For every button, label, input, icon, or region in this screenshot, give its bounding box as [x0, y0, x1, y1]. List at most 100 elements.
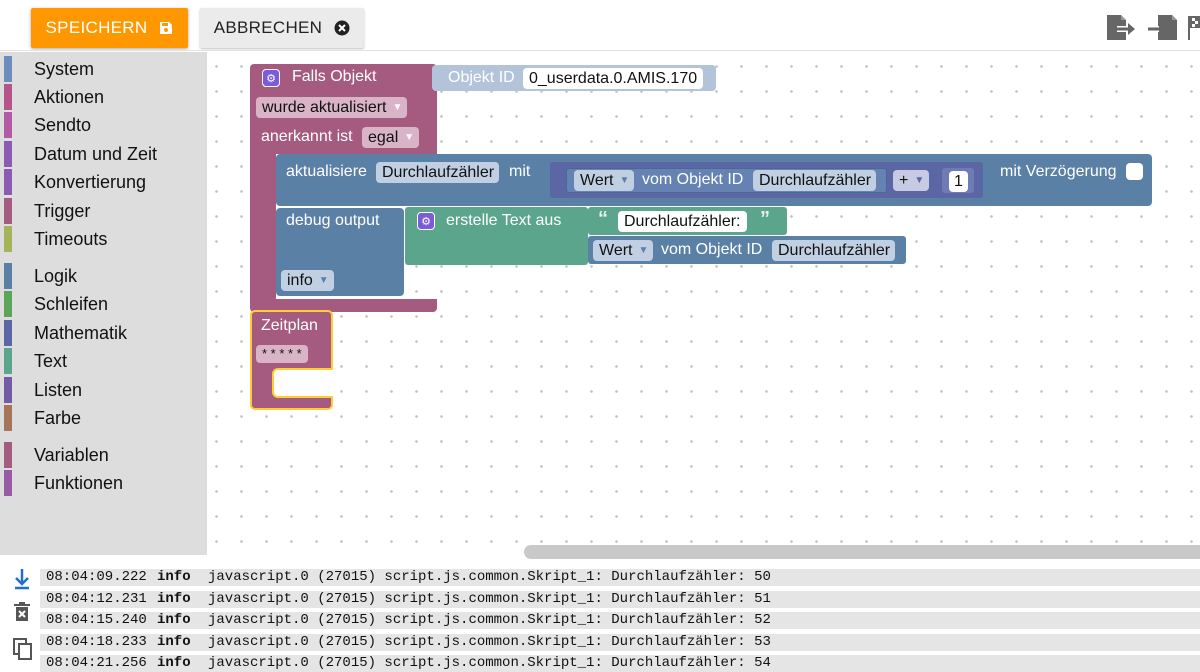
log-severity: info [157, 569, 191, 585]
category-label: Konvertierung [34, 171, 147, 192]
category-label: Listen [34, 379, 83, 400]
quote-open: “ [598, 208, 608, 230]
trigger-label: Falls Objekt [292, 68, 377, 85]
gear-icon[interactable]: ⚙ [417, 212, 435, 230]
category-label: Sendto [34, 114, 92, 135]
trigger-block-spine [250, 154, 276, 299]
workspace-horizontal-scrollbar[interactable] [524, 545, 1200, 559]
debug-level-dropdown[interactable]: info ▼ [281, 270, 334, 291]
save-button[interactable]: SPEICHERN [31, 8, 188, 48]
category-datum-und-zeit[interactable]: Datum und Zeit [0, 140, 207, 168]
category-logik[interactable]: Logik [0, 262, 207, 290]
log-message: javascript.0 (27015) script.js.common.Sk… [208, 590, 771, 607]
save-button-label: SPEICHERN [45, 18, 148, 37]
category-label: Aktionen [34, 86, 105, 107]
copy-icon[interactable] [13, 638, 33, 660]
flag-icon[interactable] [1186, 12, 1200, 44]
value-prop-dropdown[interactable]: Wert▼ [574, 170, 635, 191]
category-label: Trigger [34, 200, 91, 221]
from-object-dropdown-2[interactable]: Durchlaufzähler [772, 240, 896, 261]
quote-close: ” [760, 208, 770, 230]
category-label: System [34, 58, 95, 79]
update-target-value: Durchlaufzähler [382, 164, 495, 181]
category-label: Logik [34, 265, 78, 286]
gear-icon[interactable]: ⚙ [262, 69, 280, 87]
value-prop-dropdown-2[interactable]: Wert▼ [593, 240, 654, 261]
chevron-down-icon: ▼ [914, 175, 925, 186]
category-label: Text [34, 350, 68, 371]
log-time: 08:04:15.240 [46, 612, 147, 628]
category-mathematik[interactable]: Mathematik [0, 319, 207, 347]
log-severity: info [157, 655, 191, 671]
export-icon[interactable] [1104, 12, 1138, 44]
log-row-background [40, 633, 1200, 651]
chevron-down-icon: ▼ [638, 245, 649, 256]
log-message: javascript.0 (27015) script.js.common.Sk… [208, 655, 771, 671]
from-object-dropdown[interactable]: Durchlaufzähler [753, 170, 877, 191]
text-join-label: erstelle Text aus [446, 212, 562, 229]
trigger-mode-value: wurde aktualisiert [262, 99, 387, 116]
schedule-label: Zeitplan [261, 317, 318, 334]
update-label: aktualisiere [286, 163, 367, 180]
category-label: Mathematik [34, 322, 128, 343]
category-trigger[interactable]: Trigger [0, 197, 207, 225]
log-time: 08:04:21.256 [46, 655, 147, 671]
category-variablen[interactable]: Variablen [0, 441, 207, 469]
category-sendto[interactable]: Sendto [0, 111, 207, 139]
category-label: Variablen [34, 444, 109, 465]
toolbar-divider [0, 50, 1200, 51]
category-timeouts[interactable]: Timeouts [0, 225, 207, 253]
cancel-button[interactable]: ABBRECHEN [200, 8, 364, 48]
close-circle-icon [334, 20, 350, 36]
scroll-down-icon[interactable] [13, 568, 31, 590]
category-listen[interactable]: Listen [0, 376, 207, 404]
floppy-disk-icon [160, 22, 173, 34]
number-field[interactable]: 1 [949, 171, 968, 192]
category-aktionen[interactable]: Aktionen [0, 83, 207, 111]
schedule-statement-slot [272, 368, 333, 398]
category-schleifen[interactable]: Schleifen [0, 290, 207, 318]
chevron-down-icon: ▼ [318, 275, 329, 286]
log-message: javascript.0 (27015) script.js.common.Sk… [208, 612, 771, 628]
category-konvertierung[interactable]: Konvertierung [0, 168, 207, 196]
text-join-block[interactable] [405, 207, 588, 265]
from-object-value: Durchlaufzähler [759, 172, 872, 189]
cancel-button-label: ABBRECHEN [213, 18, 323, 37]
ack-dropdown[interactable]: egal ▼ [362, 127, 420, 148]
debug-level: info [287, 272, 313, 289]
blockly-toolbox: System Aktionen Sendto Datum und Zeit Ko… [0, 52, 207, 555]
category-label: Farbe [34, 407, 82, 428]
category-label: Funktionen [34, 472, 124, 493]
import-icon[interactable] [1146, 12, 1180, 44]
update-target-dropdown[interactable]: Durchlaufzähler [376, 162, 500, 183]
text-string-field[interactable]: Durchlaufzähler: [618, 211, 747, 232]
log-severity: info [157, 612, 191, 628]
log-row: 08:04:21.256 info javascript.0 (27015) scr… [40, 654, 1200, 672]
object-id-field[interactable]: 0_userdata.0.AMIS.170 [523, 68, 704, 89]
ack-value: egal [368, 129, 399, 146]
from-object-label-2: vom Objekt ID [661, 241, 763, 258]
trigger-mode-dropdown[interactable]: wurde aktualisiert▼ [256, 97, 408, 118]
math-op-dropdown[interactable]: +▼ [893, 170, 930, 191]
value-prop: Wert [580, 172, 614, 189]
category-funktionen[interactable]: Funktionen [0, 469, 207, 497]
cron-field[interactable]: * * * * * [256, 345, 308, 363]
object-id-label: Objekt ID [448, 69, 515, 86]
log-row: 08:04:15.240 info javascript.0 (27015) scr… [40, 611, 1200, 629]
trash-icon[interactable] [13, 602, 31, 622]
category-text[interactable]: Text [0, 347, 207, 375]
category-system[interactable]: System [0, 55, 207, 83]
log-message: javascript.0 (27015) script.js.common.Sk… [208, 633, 771, 650]
delay-checkbox[interactable] [1126, 163, 1143, 180]
chevron-down-icon: ▼ [404, 132, 415, 143]
from-object-value-2: Durchlaufzähler [778, 242, 891, 259]
category-farbe[interactable]: Farbe [0, 404, 207, 432]
log-time: 08:04:18.233 [46, 633, 147, 650]
toolbar: SPEICHERN ABBRECHEN [0, 0, 1200, 52]
category-label: Datum und Zeit [34, 143, 158, 164]
log-row-background [40, 569, 1200, 586]
delay-label: mit Verzögerung [1000, 163, 1117, 180]
